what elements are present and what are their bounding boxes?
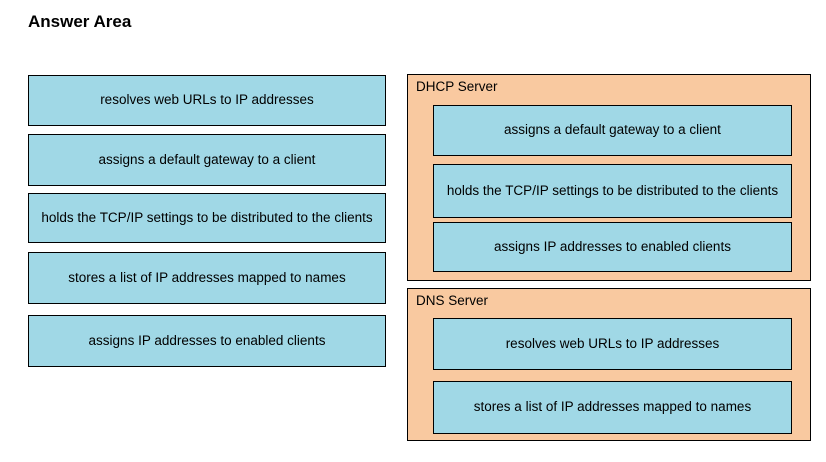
dhcp-server-drop-zone[interactable]: DHCP Server assigns a default gateway to…: [407, 74, 811, 281]
source-tile-assigns-ip[interactable]: assigns IP addresses to enabled clients: [28, 315, 386, 367]
source-tile-default-gateway[interactable]: assigns a default gateway to a client: [28, 134, 386, 186]
dns-tile-resolves-urls[interactable]: resolves web URLs to IP addresses: [433, 318, 792, 370]
source-tile-stores-list[interactable]: stores a list of IP addresses mapped to …: [28, 252, 386, 304]
dhcp-tile-assigns-ip[interactable]: assigns IP addresses to enabled clients: [433, 222, 792, 272]
source-tile-tcpip-settings[interactable]: holds the TCP/IP settings to be distribu…: [28, 193, 386, 243]
dns-server-drop-zone[interactable]: DNS Server resolves web URLs to IP addre…: [407, 288, 811, 441]
dhcp-server-label: DHCP Server: [416, 79, 498, 94]
dhcp-tile-default-gateway[interactable]: assigns a default gateway to a client: [433, 105, 792, 156]
dhcp-tile-tcpip-settings[interactable]: holds the TCP/IP settings to be distribu…: [433, 164, 792, 218]
source-tile-resolves-urls[interactable]: resolves web URLs to IP addresses: [28, 75, 386, 126]
dns-server-label: DNS Server: [416, 293, 489, 308]
dns-tile-stores-list[interactable]: stores a list of IP addresses mapped to …: [433, 381, 792, 434]
page-title: Answer Area: [28, 12, 132, 31]
